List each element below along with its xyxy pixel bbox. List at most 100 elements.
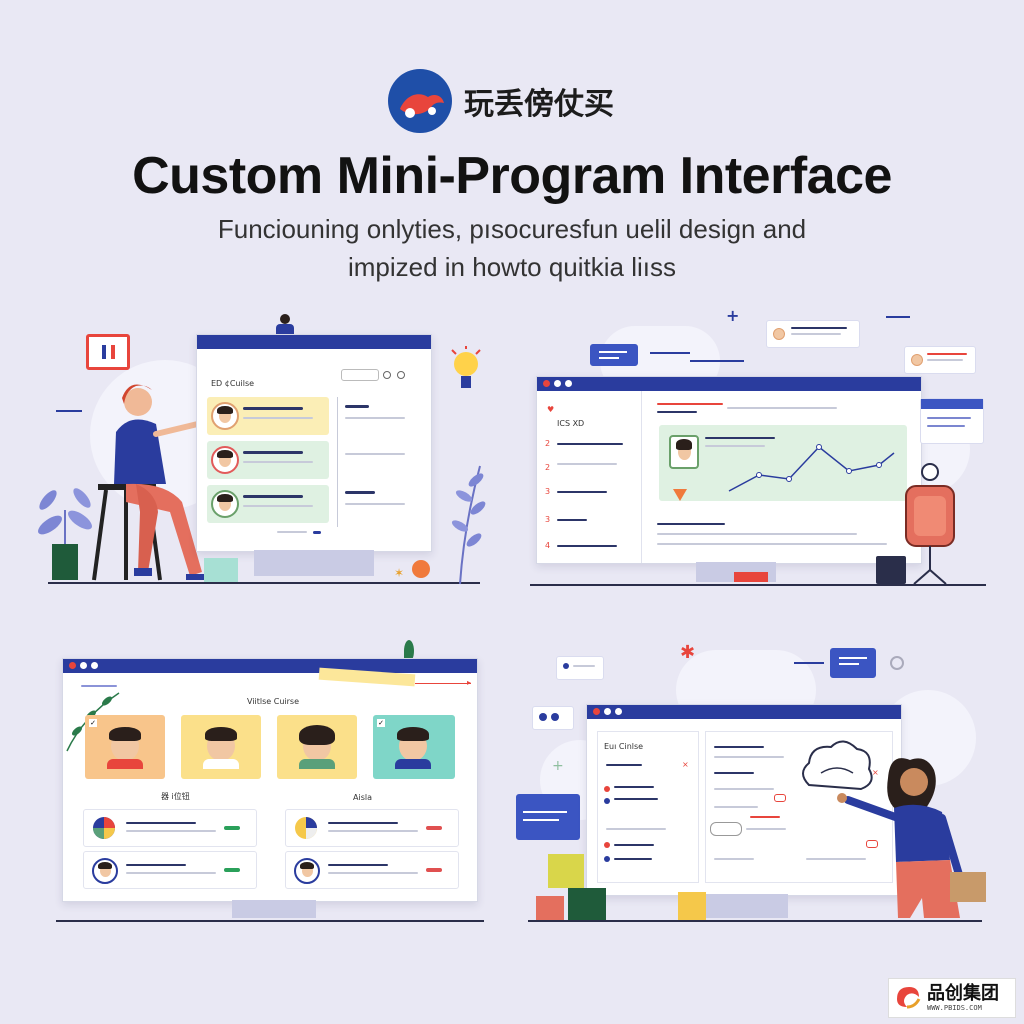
row-number: 3 xyxy=(545,487,551,496)
row-number: 3 xyxy=(545,515,551,524)
panel-heading: Viitlse Cuirse xyxy=(247,697,299,706)
monitor-bottom-left: ▸ Viitlse Cuirse ✓ xyxy=(62,658,478,902)
pointer-arrow xyxy=(415,683,471,684)
briefcase-icon xyxy=(876,556,906,584)
fern-icon xyxy=(451,465,486,585)
chat-window xyxy=(516,794,580,840)
pie-chart-icon xyxy=(295,817,317,839)
heart-icon: ♥ xyxy=(547,405,555,414)
panel-heading: ED ¢Cuilse xyxy=(211,379,255,388)
robot-speaker-illustration xyxy=(905,463,955,585)
list-item[interactable] xyxy=(207,441,329,479)
brand-logo-icon xyxy=(388,69,452,133)
star-icon: ✶ xyxy=(394,566,405,580)
avatar xyxy=(107,725,143,769)
dash-decoration xyxy=(794,662,824,664)
avatar xyxy=(92,858,118,884)
watermark-logo-icon xyxy=(897,987,921,1009)
ball-decoration xyxy=(412,560,430,578)
status-badge xyxy=(426,868,442,872)
chat-bubble-icon xyxy=(830,648,876,678)
plus-icon: + xyxy=(726,306,740,325)
box-decoration xyxy=(204,558,238,582)
brand-name: 玩丢傍仗买 xyxy=(464,87,614,122)
box-decoration xyxy=(548,854,584,888)
avatar xyxy=(203,725,239,769)
dash-decoration xyxy=(56,410,82,412)
profile-card[interactable] xyxy=(277,715,357,779)
list-item[interactable] xyxy=(83,809,257,847)
dash-decoration xyxy=(650,352,690,354)
box-decoration xyxy=(536,896,564,920)
list-item[interactable] xyxy=(83,851,257,889)
sparkle-icon: ✱ xyxy=(680,642,696,663)
page-subtitle-line-1: Funciouning onlyties, pısocuresfun uelil… xyxy=(217,214,807,244)
status-badge xyxy=(426,826,442,830)
avatar xyxy=(299,725,335,769)
row-number: 2 xyxy=(545,439,551,448)
cloud-sketch-icon xyxy=(802,740,873,791)
window-titlebar xyxy=(197,335,431,349)
person-sitting-illustration xyxy=(92,384,210,581)
toggle-button[interactable] xyxy=(710,822,742,836)
floor-line xyxy=(56,920,484,922)
list-item[interactable] xyxy=(285,851,459,889)
profile-card[interactable]: ✓ xyxy=(373,715,455,779)
watermark-badge: 品创集团 WWW.PBIDS.COM xyxy=(888,978,1016,1018)
profile-card[interactable] xyxy=(181,715,261,779)
section-label-right: Aisla xyxy=(353,793,372,802)
message-bubble xyxy=(556,656,604,680)
settings-icon[interactable] xyxy=(397,371,405,379)
brand: 玩丢傍仗买 xyxy=(388,68,614,134)
window-titlebar xyxy=(587,705,901,719)
search-input[interactable] xyxy=(341,369,379,381)
floor-line xyxy=(528,920,982,922)
arrow-head-icon: ▸ xyxy=(467,678,472,687)
row-number: 4 xyxy=(545,541,551,550)
close-icon[interactable]: × xyxy=(872,768,879,777)
detail-panel: × xyxy=(705,731,893,883)
list-item[interactable] xyxy=(207,397,329,435)
circle-decoration xyxy=(890,656,904,670)
close-icon[interactable]: × xyxy=(682,760,689,769)
avatar xyxy=(294,858,320,884)
watermark-url: WWW.PBIDS.COM xyxy=(927,1003,982,1012)
avatar xyxy=(211,446,239,474)
section-label-left: 器 i位钮 xyxy=(161,792,190,801)
person-presenting-illustration xyxy=(837,758,986,918)
search-icon[interactable] xyxy=(383,371,391,379)
floor-line xyxy=(530,584,986,586)
status-badge xyxy=(224,826,240,830)
dash-decoration xyxy=(690,360,744,362)
avatar xyxy=(669,435,699,469)
avatar xyxy=(211,490,239,518)
profile-card[interactable]: ✓ xyxy=(85,715,165,779)
monitor-top-right: ♥ ICS XD 2 2 3 3 4 xyxy=(536,376,922,564)
box-decoration xyxy=(734,572,768,582)
panel-heading: ICS XD xyxy=(557,419,585,428)
pie-chart-icon xyxy=(93,817,115,839)
dash-decoration xyxy=(886,316,910,318)
box-decoration xyxy=(678,892,706,920)
sidebar: Euı Cinlse × xyxy=(597,731,699,883)
pause-bubble-icon xyxy=(86,334,130,370)
stats-card[interactable] xyxy=(659,425,907,501)
monitor-top-left: ED ¢Cuilse xyxy=(196,334,432,552)
plant-icon xyxy=(38,488,92,580)
pin-icon xyxy=(404,640,414,662)
watermark-text: 品创集团 xyxy=(927,982,999,1004)
check-icon: ✓ xyxy=(89,719,97,727)
sidebar: ♥ ICS XD 2 2 3 3 4 xyxy=(537,391,642,563)
status-badge xyxy=(224,868,240,872)
list-item[interactable] xyxy=(285,809,459,847)
avatar xyxy=(211,402,239,430)
line-chart-sparkline xyxy=(728,444,895,492)
list-item[interactable] xyxy=(207,485,329,523)
monitor-stand xyxy=(704,894,788,918)
page-subtitle-line-2: impized in howto quitkia liıss xyxy=(347,252,677,282)
check-icon: ✓ xyxy=(377,719,385,727)
avatar xyxy=(395,725,431,769)
plus-icon: + xyxy=(552,758,564,774)
page-title: Custom Mini-Program Interface xyxy=(132,147,892,205)
window-titlebar xyxy=(537,377,921,391)
